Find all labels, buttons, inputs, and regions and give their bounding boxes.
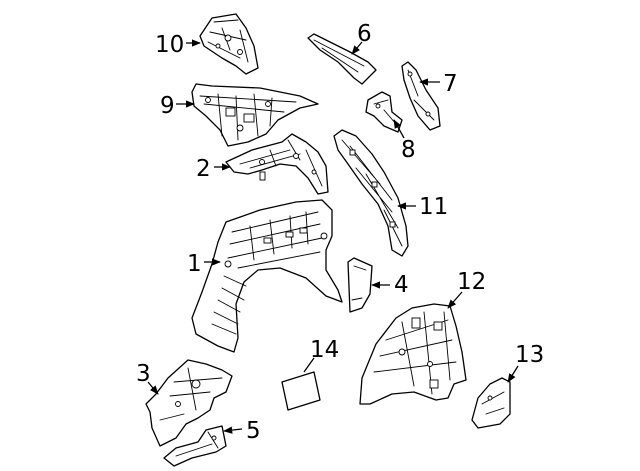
callout-11: 11 — [419, 194, 448, 220]
callout-3: 3 — [136, 361, 151, 387]
callout-14: 14 — [310, 337, 339, 363]
leader-13 — [507, 365, 519, 383]
leader-lines — [147, 39, 519, 434]
part-6-rail-channel — [307, 33, 377, 85]
leader-5 — [223, 426, 243, 434]
part-3-lower-extension — [145, 359, 233, 447]
callout-1: 1 — [187, 251, 202, 277]
callout-6: 6 — [357, 21, 372, 47]
callout-9: 9 — [160, 93, 175, 119]
part-9-quarter-inner-upper-panel — [191, 83, 319, 147]
part-11-inner-rail — [333, 129, 409, 257]
part-1-quarter-panel — [191, 199, 343, 353]
leader-8 — [393, 119, 405, 139]
callout-4: 4 — [394, 272, 409, 298]
callout-8: 8 — [401, 137, 416, 163]
callout-2: 2 — [196, 156, 211, 182]
callout-13: 13 — [515, 342, 544, 368]
leader-14 — [303, 357, 315, 373]
callout-5: 5 — [246, 418, 261, 444]
leader-3 — [147, 381, 159, 395]
part-4-small-panel — [347, 257, 373, 313]
part-5-lower-bracket — [163, 425, 227, 467]
part-13-lower-bracket — [471, 377, 511, 429]
part-12-wheelhouse-inner — [359, 303, 467, 405]
callout-labels: 10 9 2 1 3 5 6 7 8 11 4 12 13 14 — [136, 21, 544, 444]
leader-12 — [447, 291, 463, 309]
callout-10: 10 — [155, 32, 184, 58]
part-7-upper-bracket — [401, 61, 441, 131]
part-10-upper-pillar-panel — [199, 13, 259, 75]
leader-6 — [351, 41, 363, 55]
callout-7: 7 — [443, 71, 458, 97]
part-14-pad — [281, 371, 321, 411]
part-2-wheelhouse-reinforcement — [225, 133, 329, 195]
callout-12: 12 — [457, 269, 486, 295]
